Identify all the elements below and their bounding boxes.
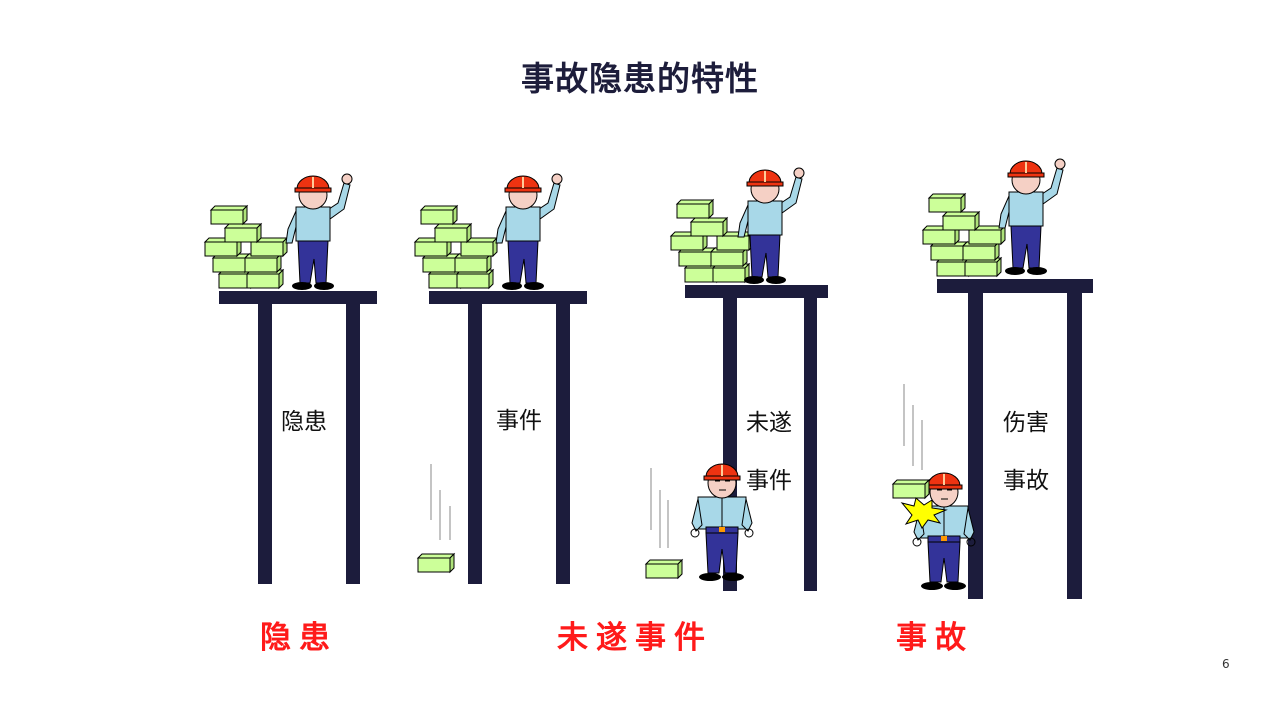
scene-3-label-line-2: 事件 [746,468,792,494]
category-hazard: 隐患 [260,620,338,656]
falling-lines [430,464,451,540]
scene-1-scaffold [219,291,377,584]
impact-star-icon [900,497,948,529]
scene-4-label-line-1: 伤害 [1003,410,1049,436]
falling-lines [903,384,923,470]
category-near-miss: 未遂事件 [557,620,713,656]
page-number: 6 [1222,657,1230,671]
falling-lines [650,468,669,548]
category-accident: 事故 [896,620,974,656]
scene-4-label-line-2: 事故 [1003,468,1049,494]
slide-title: 事故隐患的特性 [521,59,759,98]
scene-2-label: 事件 [496,408,542,434]
scene-4-scaffold [937,279,1093,599]
scene-2-scaffold [429,291,587,584]
scene-1-label: 隐患 [281,409,327,435]
scene-3-label-line-1: 未遂 [746,410,792,436]
